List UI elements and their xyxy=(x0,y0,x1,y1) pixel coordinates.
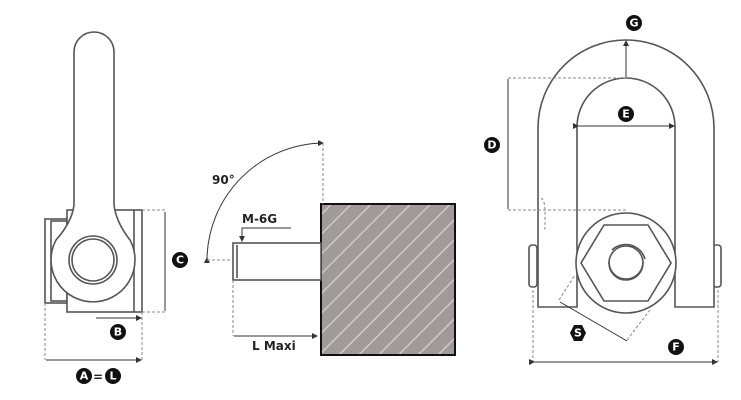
badge-f: F xyxy=(668,339,684,355)
front-view: G E D S F xyxy=(484,15,722,365)
svg-text:B: B xyxy=(114,326,122,339)
badge-l: L xyxy=(105,368,121,384)
hex-nut xyxy=(580,224,672,302)
svg-text:D: D xyxy=(487,139,496,152)
threaded-rod xyxy=(232,242,322,281)
badge-b: B xyxy=(110,324,126,340)
svg-text:L: L xyxy=(109,370,116,383)
equals-sign: = xyxy=(93,370,103,384)
svg-text:S: S xyxy=(574,327,582,340)
svg-text:F: F xyxy=(672,341,680,354)
svg-text:G: G xyxy=(629,17,638,30)
svg-text:C: C xyxy=(176,254,184,267)
length-label: L Maxi xyxy=(252,339,296,353)
badge-g: G xyxy=(626,15,642,31)
badge-s: S xyxy=(570,325,586,341)
eye-hole xyxy=(68,235,118,285)
shackle-bow xyxy=(537,39,715,308)
mount-view: M-6G 90° L Maxi xyxy=(203,140,456,356)
badge-c: C xyxy=(172,252,188,268)
badge-a: A xyxy=(76,368,92,384)
rotation-arc xyxy=(203,140,324,264)
side-view: C B A = L xyxy=(44,31,188,384)
angle-label: 90° xyxy=(212,173,235,187)
dimension-s-line xyxy=(559,301,628,342)
svg-text:E: E xyxy=(622,108,630,121)
left-pin xyxy=(528,244,538,288)
eye-bolt xyxy=(50,31,136,303)
thread-leader xyxy=(239,227,291,242)
base-material-block xyxy=(320,203,456,356)
svg-text:A: A xyxy=(80,370,89,383)
badge-e: E xyxy=(618,106,634,122)
thread-label: M-6G xyxy=(242,212,277,226)
badge-d: D xyxy=(484,137,500,153)
